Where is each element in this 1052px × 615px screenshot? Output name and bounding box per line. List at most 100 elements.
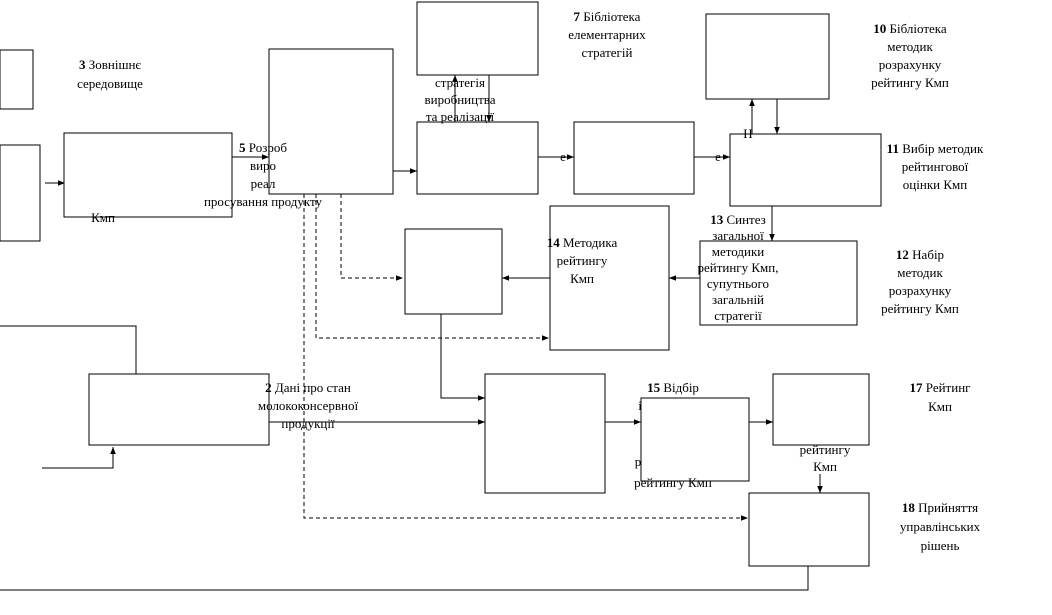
label-rating-number: 17	[910, 380, 926, 395]
label-lib-methods-line-3: розрахунку	[879, 57, 942, 72]
boxes	[0, 1, 882, 567]
label-method-set-text: Набір	[912, 247, 944, 262]
label-methodics-line-2: рейтингу	[557, 253, 608, 268]
label-lib-methods-text: методик	[887, 39, 933, 54]
label-choose-methods-line-3: оцінки Кмп	[903, 177, 967, 192]
label-ext-env-text: середовище	[77, 76, 143, 91]
label-synthesis-number: 13	[710, 212, 726, 227]
box-9	[573, 121, 695, 195]
label-elem-strategies-text: Бібліотека	[583, 9, 640, 24]
label-strategy-dev-text: просування продукту	[204, 194, 323, 209]
box-4	[63, 132, 233, 218]
label-rating-text: Кмп	[928, 399, 952, 414]
dashed-arrow-to-box18	[303, 194, 748, 521]
label-frag-r-text: р	[635, 454, 642, 469]
label-decisions-text: Прийняття	[918, 500, 978, 515]
label-data-state-line-3: продукції	[281, 416, 335, 431]
label-prod-strategy-text: виробництва	[425, 92, 496, 107]
label-strategy-dev-number: 5	[239, 140, 249, 155]
label-synthesis-text: загальній	[712, 292, 764, 307]
label-data-state-number: 2	[265, 380, 275, 395]
label-strategy-dev-text: виро	[250, 158, 276, 173]
label-selection-text: рейтингу Кмп	[634, 475, 712, 490]
label-data-state-text: Дані про стан	[275, 380, 351, 395]
label-synthesis-line-7: стратегії	[714, 308, 762, 323]
label-decisions-line-1: 18 Прийняття	[902, 500, 978, 515]
label-lib-methods-line-2: методик	[887, 39, 933, 54]
label-rating-text: Рейтинг	[926, 380, 971, 395]
label-elem-strategies-number: 7	[574, 9, 584, 24]
label-frag-e2-line-1: е	[715, 149, 721, 164]
label-method-set-line-2: методик	[897, 265, 943, 280]
label-prod-strategy-line-2: виробництва	[425, 92, 496, 107]
label-frag-e2-text: е	[715, 149, 721, 164]
box-5-strategy-development	[268, 48, 394, 195]
label-methodics-text: Методика	[563, 235, 617, 250]
label-ext-env-line-1: 3 Зовнішнє	[79, 57, 141, 72]
arrow-box16-to-box-data	[440, 314, 485, 401]
label-synthesis-text: загальної	[712, 228, 764, 243]
label-method-set-line-3: розрахунку	[889, 283, 952, 298]
label-prod-strategy-text: стратегія	[435, 75, 485, 90]
label-ext-env-number: 3	[79, 57, 89, 72]
label-methodics-line-3: Кмп	[570, 271, 594, 286]
feedback-from-box-18	[290, 566, 809, 591]
label-frag-e1-line-1: е	[560, 149, 566, 164]
label-methodics-text: рейтингу	[557, 253, 608, 268]
label-lib-methods-line-4: рейтингу Кмп	[871, 75, 949, 90]
label-synthesis-line-5: супутнього	[707, 276, 769, 291]
label-decisions-text: рішень	[921, 538, 960, 553]
label-choose-methods-line-1: 11 Вибір методик	[887, 141, 984, 156]
label-method-set-text: методик	[897, 265, 943, 280]
label-rating-line-1: 17 Рейтинг	[910, 380, 971, 395]
label-data-state-line-1: 2 Дані про стан	[265, 380, 351, 395]
label-elem-strategies-text: стратегій	[582, 45, 633, 60]
box-10-methods-library	[705, 13, 830, 100]
label-frag-i-line-1: і	[638, 398, 642, 413]
label-method-set-line-4: рейтингу Кмп	[881, 301, 959, 316]
box-18-decisions	[748, 492, 870, 567]
label-elem-strategies-line-2: елементарних	[568, 27, 646, 42]
label-selection-line-1: 15 Відбір	[647, 380, 699, 395]
label-decisions-text: управлінських	[900, 519, 981, 534]
label-frag-h-text: Н	[743, 126, 752, 141]
label-elem-strategies-line-3: стратегій	[582, 45, 633, 60]
label-methodics-line-1: 14 Методика	[547, 235, 618, 250]
label-selection-number: 15	[647, 380, 663, 395]
label-method-set-text: рейтингу Кмп	[881, 301, 959, 316]
label-synthesis-line-4: рейтингу Кмп,	[697, 260, 778, 275]
label-strategy-dev-line-1: 5 Розроб	[239, 140, 287, 155]
box-17-rating	[772, 373, 870, 446]
label-kmp-left-text: Кмп	[91, 210, 115, 225]
label-selection-line-2: рейтингу Кмп	[634, 475, 712, 490]
label-strategy-dev-line-3: реал	[251, 176, 276, 191]
label-decisions-number: 18	[902, 500, 918, 515]
arrow-bottom-left-to-box-2	[42, 447, 116, 469]
line-top-left-to-box-2	[0, 325, 137, 374]
label-method-set-line-1: 12 Набір	[896, 247, 944, 262]
box-16	[404, 228, 503, 315]
label-decisions-line-2: управлінських	[900, 519, 981, 534]
label-rating-below-line-1: рейтингу	[800, 442, 851, 457]
label-prod-strategy-text: та реалізації	[426, 109, 495, 124]
label-synthesis-line-6: загальній	[712, 292, 764, 307]
label-method-set-text: розрахунку	[889, 283, 952, 298]
label-methodics-number: 14	[547, 235, 563, 250]
label-synthesis-line-2: загальної	[712, 228, 764, 243]
label-selection-text: Відбір	[663, 380, 699, 395]
box-7-elementary-strategies	[416, 1, 539, 76]
label-synthesis-line-1: 13 Синтез	[710, 212, 766, 227]
label-frag-h-line-1: Н	[743, 126, 752, 141]
label-ext-env-line-2: середовище	[77, 76, 143, 91]
label-rating-line-2: Кмп	[928, 399, 952, 414]
labels: 3 Зовнішнє середовище 5 Розроб виро реал прос…	[77, 9, 984, 553]
box-2-data-state	[88, 373, 270, 446]
label-strategy-dev-line-4: просування продукту	[204, 194, 323, 209]
label-choose-methods-line-2: рейтингової	[902, 159, 969, 174]
label-method-set-number: 12	[896, 247, 912, 262]
box-left-top	[0, 49, 34, 110]
label-rating-below-text: рейтингу	[800, 442, 851, 457]
label-choose-methods-text: Вибір методик	[902, 141, 984, 156]
label-data-state-text: продукції	[281, 416, 335, 431]
label-prod-strategy-line-3: та реалізації	[426, 109, 495, 124]
